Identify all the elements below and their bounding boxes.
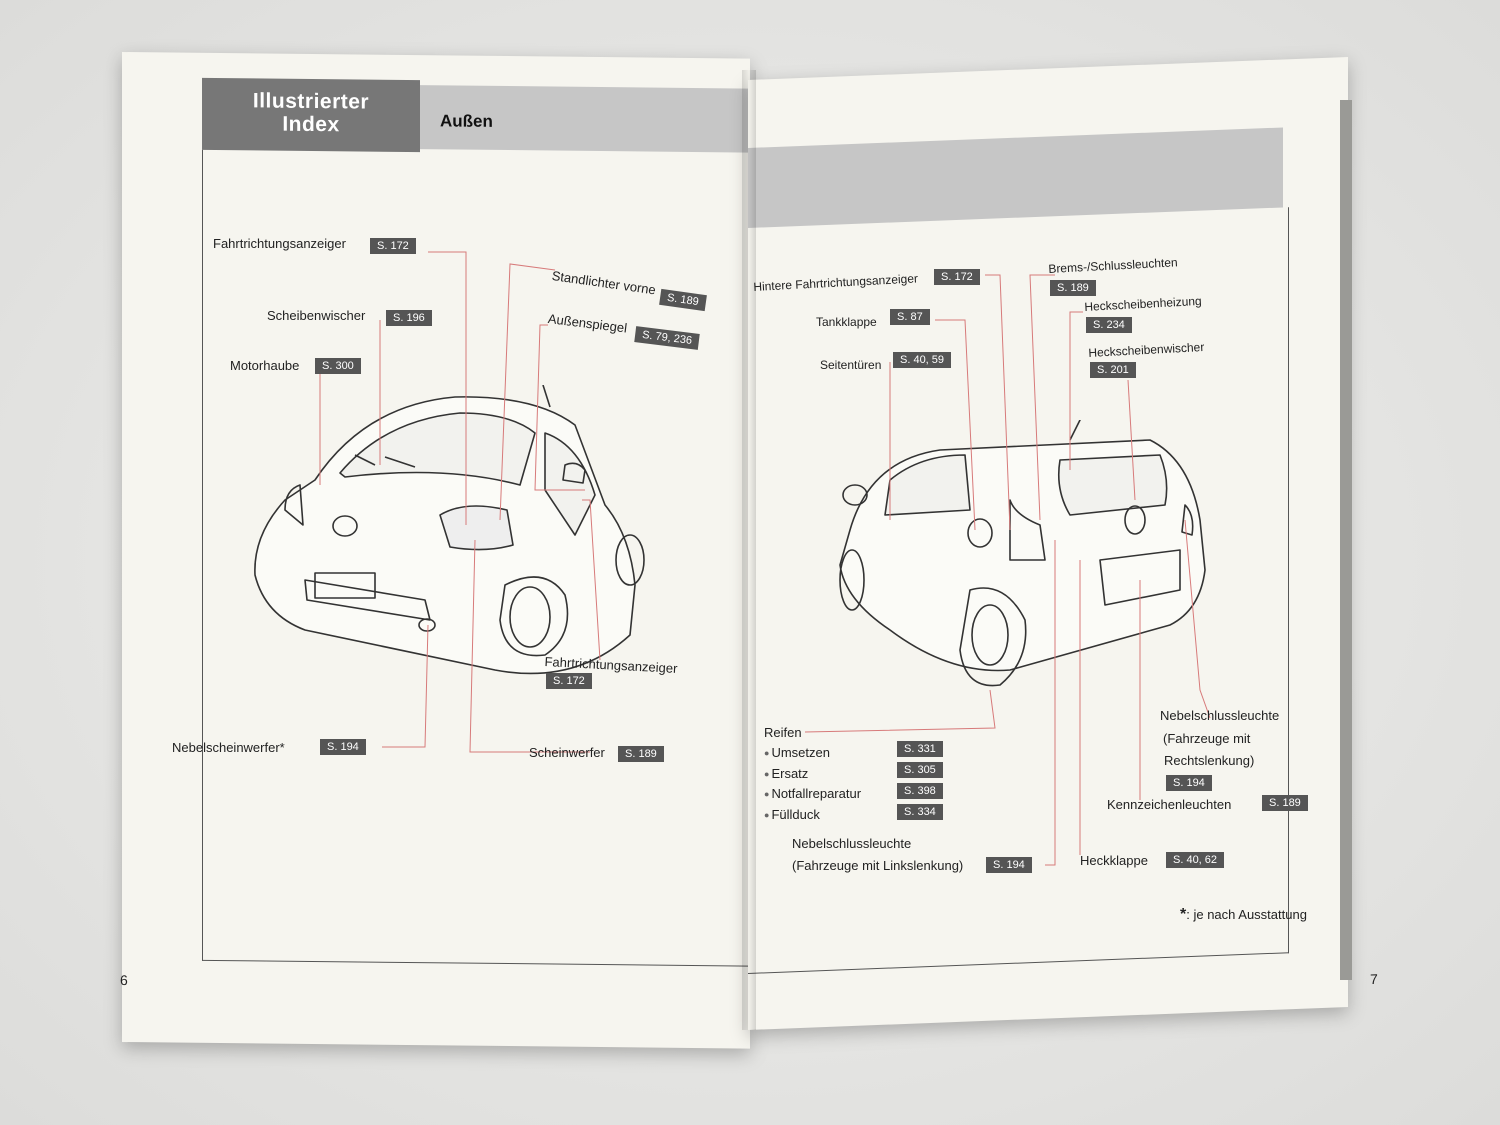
callout-wiper-ref[interactable]: S. 196	[386, 310, 432, 326]
section-header-band: Außen	[420, 85, 750, 153]
tires-item-emergency-repair-label: Notfallreparatur	[771, 786, 862, 801]
callout-hood-ref[interactable]: S. 300	[315, 358, 361, 374]
tires-item-spare: Ersatz	[764, 766, 808, 781]
callout-rear-fog-lhd-ref[interactable]: S. 194	[986, 857, 1032, 873]
tires-item-inflation-ref[interactable]: S. 334	[897, 804, 943, 820]
callout-brake-lights-ref[interactable]: S. 189	[1050, 280, 1096, 296]
tires-item-inflation-label: Füllduck	[771, 807, 820, 822]
callout-turn-signal-ref[interactable]: S. 172	[370, 238, 416, 254]
callout-rear-wiper-ref[interactable]: S. 201	[1090, 362, 1136, 378]
footnote-text: : je nach Ausstattung	[1186, 907, 1307, 922]
tires-item-inflation: Füllduck	[764, 807, 820, 822]
callout-side-doors-ref[interactable]: S. 40, 59	[893, 352, 952, 368]
callout-rear-fog-rhd-ref[interactable]: S. 194	[1166, 775, 1212, 791]
callout-tailgate-ref[interactable]: S. 40, 62	[1166, 852, 1225, 868]
callout-turn-signal-label: Fahrtrichtungsanzeiger	[213, 236, 346, 251]
callout-rear-fog-rhd-label: Nebelschlussleuchte	[1160, 708, 1280, 723]
footnote: *: je nach Ausstattung	[1180, 906, 1307, 924]
page-number: 6	[120, 971, 128, 989]
callout-headlight-ref[interactable]: S. 189	[618, 746, 664, 762]
tires-item-emergency-repair: Notfallreparatur	[764, 786, 861, 801]
footnote-star: *	[1180, 906, 1187, 923]
tires-item-rotation: Umsetzen	[764, 745, 830, 760]
illustrated-index-tab: Illustrierter Index	[202, 77, 420, 153]
callout-fuel-door-label: Tankklappe	[816, 315, 877, 329]
tires-item-rotation-ref[interactable]: S. 331	[897, 741, 943, 757]
rear-car-illustration	[839, 420, 1206, 687]
tires-item-emergency-repair-ref[interactable]: S. 398	[897, 783, 943, 799]
callout-plate-lights-label: Kennzeichenleuchten	[1107, 797, 1232, 812]
book-gutter	[742, 70, 756, 1030]
callout-rear-fog-rhd-label3: Rechtslenkung)	[1164, 753, 1255, 768]
index-tab-line1: Illustrierter	[252, 89, 370, 114]
callout-rear-fog-lhd-label2: (Fahrzeuge mit Linkslenkung)	[792, 858, 964, 873]
callout-headlight-label: Scheinwerfer	[529, 745, 605, 760]
callout-rear-turn-signal-ref[interactable]: S. 172	[934, 269, 980, 285]
callout-fog-light-label: Nebelscheinwerfer*	[172, 740, 285, 755]
tires-item-rotation-label: Umsetzen	[771, 745, 830, 760]
index-tab-line2: Index	[282, 112, 340, 137]
section-title: Außen	[440, 111, 493, 131]
book-page-edge	[1340, 100, 1352, 980]
tires-item-spare-label: Ersatz	[771, 766, 809, 781]
callout-side-doors-label: Seitentüren	[820, 358, 882, 372]
tires-heading: Reifen	[764, 725, 802, 740]
callout-fog-light-ref[interactable]: S. 194	[320, 739, 366, 755]
page-number-right: 7	[1370, 970, 1378, 988]
callout-fuel-door-ref[interactable]: S. 87	[890, 309, 930, 325]
callout-wiper-label: Scheibenwischer	[267, 308, 366, 323]
callout-rear-fog-lhd-label: Nebelschlussleuchte	[792, 836, 912, 851]
callout-hood-label: Motorhaube	[230, 358, 300, 373]
callout-side-turn-signal-ref[interactable]: S. 172	[546, 673, 592, 689]
callout-rear-defroster-ref[interactable]: S. 234	[1086, 317, 1132, 333]
tires-item-spare-ref[interactable]: S. 305	[897, 762, 943, 778]
callout-tailgate-label: Heckklappe	[1080, 853, 1148, 868]
callout-rear-fog-rhd-label2: (Fahrzeuge mit	[1163, 731, 1251, 746]
callout-plate-lights-ref[interactable]: S. 189	[1262, 795, 1308, 811]
